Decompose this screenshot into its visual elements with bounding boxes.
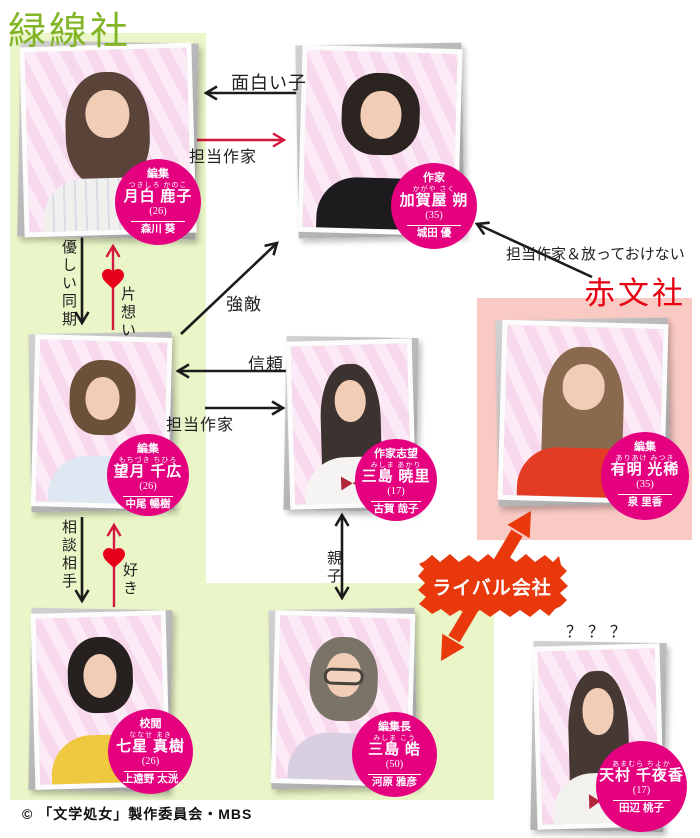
character-role: 編集長	[378, 721, 411, 733]
copyright-notice: © 「文学処女」製作委員会・MBS	[22, 806, 253, 822]
badge-divider	[370, 500, 422, 502]
badge-ariake-mitsuki: 編集 ありあけ みつき 有明 光稀 (35) 泉 里香	[601, 432, 689, 520]
character-furigana: みしま あかり	[370, 461, 422, 470]
relation-label-sodan-aite: 相談相手	[60, 519, 76, 591]
badge-tsukishiro-kanoko: 編集 つきしろ かのこ 月白 鹿子 (26) 森川 葵	[115, 159, 201, 245]
character-age: (17)	[632, 785, 651, 797]
badge-circle	[108, 709, 193, 794]
mystery-label: ？？？	[566, 624, 633, 641]
actor-name: 河原 雅彦	[372, 775, 417, 788]
character-age: (35)	[636, 479, 654, 491]
badge-nanase-maki: 校閲 ななせ まき 七星 真樹 (26) 上遠野 太洸	[108, 709, 193, 794]
character-name: 天村 千夜香	[599, 768, 684, 784]
arrow-tanto-hottokenai	[474, 221, 593, 279]
company-title-green: 緑線社	[8, 11, 132, 53]
badge-divider	[368, 773, 421, 775]
badge-divider	[131, 220, 185, 222]
character-name: 有明 光稀	[610, 462, 680, 479]
badge-divider	[124, 770, 177, 772]
character-role: 作家志望	[374, 448, 418, 460]
relation-label-oyako: 親子	[325, 550, 341, 586]
character-furigana: あまむら ちよか	[612, 760, 671, 768]
actor-name: 中尾 暢樹	[125, 497, 171, 510]
relation-label-kyoteki: 強敵	[226, 295, 262, 314]
actor-name: 泉 里香	[627, 495, 663, 508]
character-furigana: かがや さく	[412, 185, 456, 194]
badge-circle	[391, 163, 477, 249]
character-role: 作家	[423, 172, 445, 184]
glasses-icon	[323, 666, 364, 686]
actor-name: 森川 葵	[140, 222, 176, 235]
relation-label-shinrai: 信頼	[248, 355, 284, 374]
character-name: 三島 皓	[368, 742, 421, 759]
relation-label-kataomoi: 片想い	[119, 286, 135, 340]
character-age: (50)	[385, 759, 404, 771]
badge-circle	[596, 741, 687, 832]
badge-mishima-ko: 編集長 みしま こう 三島 皓 (50) 河原 雅彦	[352, 712, 437, 797]
arrow-kyoteki	[180, 241, 279, 335]
character-furigana: みしま こう	[373, 734, 416, 743]
character-furigana: つきしろ かのこ	[128, 181, 188, 190]
actor-name: 上遠野 太洸	[122, 772, 179, 785]
badge-divider	[122, 495, 174, 497]
character-age: (26)	[139, 481, 157, 493]
character-name: 三島 暁里	[361, 469, 431, 486]
character-role: 校閲	[139, 718, 162, 730]
relation-label-suki: 好き	[121, 562, 137, 598]
character-name: 加賀屋 朔	[399, 193, 469, 210]
heart-icon	[103, 548, 125, 568]
relation-label-omoshiroiko: 面白い子	[231, 73, 307, 93]
rival-company-badge: ライバル会社	[432, 577, 552, 599]
badge-divider	[407, 224, 461, 226]
badge-divider	[617, 493, 673, 495]
rival-arrow-head-down	[441, 633, 465, 661]
badge-kagaya-saku: 作家 かがや さく 加賀屋 朔 (35) 城田 優	[391, 163, 477, 249]
badge-amamura-chiyoka: あまむら ちよか 天村 千夜香 (17) 田辺 桃子	[596, 741, 687, 832]
character-age: (26)	[141, 756, 160, 768]
character-age: (26)	[149, 206, 167, 218]
actor-name: 古賀 哉子	[373, 502, 419, 515]
relation-label-tanto-sakka-2: 担当作家	[166, 417, 235, 434]
company-title-red: 赤文社	[584, 276, 686, 311]
relation-label-tanto-sakka-1: 担当作家	[189, 149, 258, 166]
character-role: 編集	[147, 168, 169, 180]
badge-circle	[352, 712, 437, 797]
badge-mochizuki-chihiro: 編集 もちづき ちひろ 望月 千広 (26) 中尾 暢樹	[107, 434, 189, 516]
character-age: (35)	[425, 210, 443, 222]
character-name: 月白 鹿子	[123, 189, 193, 206]
badge-circle	[115, 159, 201, 245]
badge-mishima-akari: 作家志望 みしま あかり 三島 暁里 (17) 古賀 哉子	[355, 439, 437, 521]
relation-label-tanto-hottokenai: 担当作家＆放っておけない	[506, 247, 685, 263]
badge-circle	[355, 439, 437, 521]
character-furigana: もちづき ちひろ	[118, 456, 178, 465]
character-role: 編集	[634, 441, 656, 453]
rival-badge-shape	[418, 554, 568, 617]
character-name: 望月 千広	[113, 464, 183, 481]
actor-name: 田辺 桃子	[619, 801, 664, 814]
badge-circle	[601, 432, 689, 520]
character-furigana: ありあけ みつき	[615, 454, 675, 463]
relation-label-yasashii-doki: 優しい同期	[60, 239, 76, 329]
badge-circle	[107, 434, 189, 516]
character-furigana: ななせ まき	[129, 731, 172, 740]
heart-icon	[102, 269, 124, 289]
badge-divider	[613, 799, 670, 801]
rival-arrow-head-up	[507, 511, 531, 539]
actor-name: 城田 優	[416, 226, 452, 239]
character-age: (17)	[387, 486, 405, 498]
character-role: 編集	[137, 443, 159, 455]
character-name: 七星 真樹	[116, 739, 185, 756]
